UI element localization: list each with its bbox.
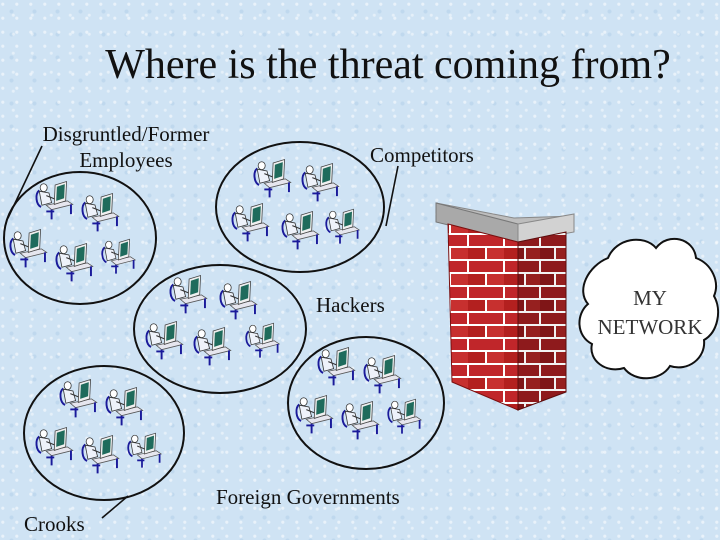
cloud-icon — [578, 238, 720, 380]
label-hackers: Hackers — [316, 293, 385, 317]
label-disgruntled: Disgruntled/Former Employees — [42, 122, 210, 172]
label-competitors: Competitors — [370, 143, 474, 167]
brick-wall-icon — [435, 202, 575, 411]
group-crooks — [23, 365, 185, 501]
label-foreign-governments: Foreign Governments — [216, 485, 400, 509]
label-crooks: Crooks — [24, 512, 85, 536]
group-hackers — [133, 264, 307, 394]
network-label: MY NETWORK — [597, 286, 703, 339]
pointer-lines — [7, 145, 399, 519]
group-foreign-governments — [287, 336, 445, 470]
page-title: Where is the threat coming from? — [105, 42, 671, 88]
group-competitors — [215, 141, 385, 273]
group-disgruntled — [3, 171, 157, 305]
